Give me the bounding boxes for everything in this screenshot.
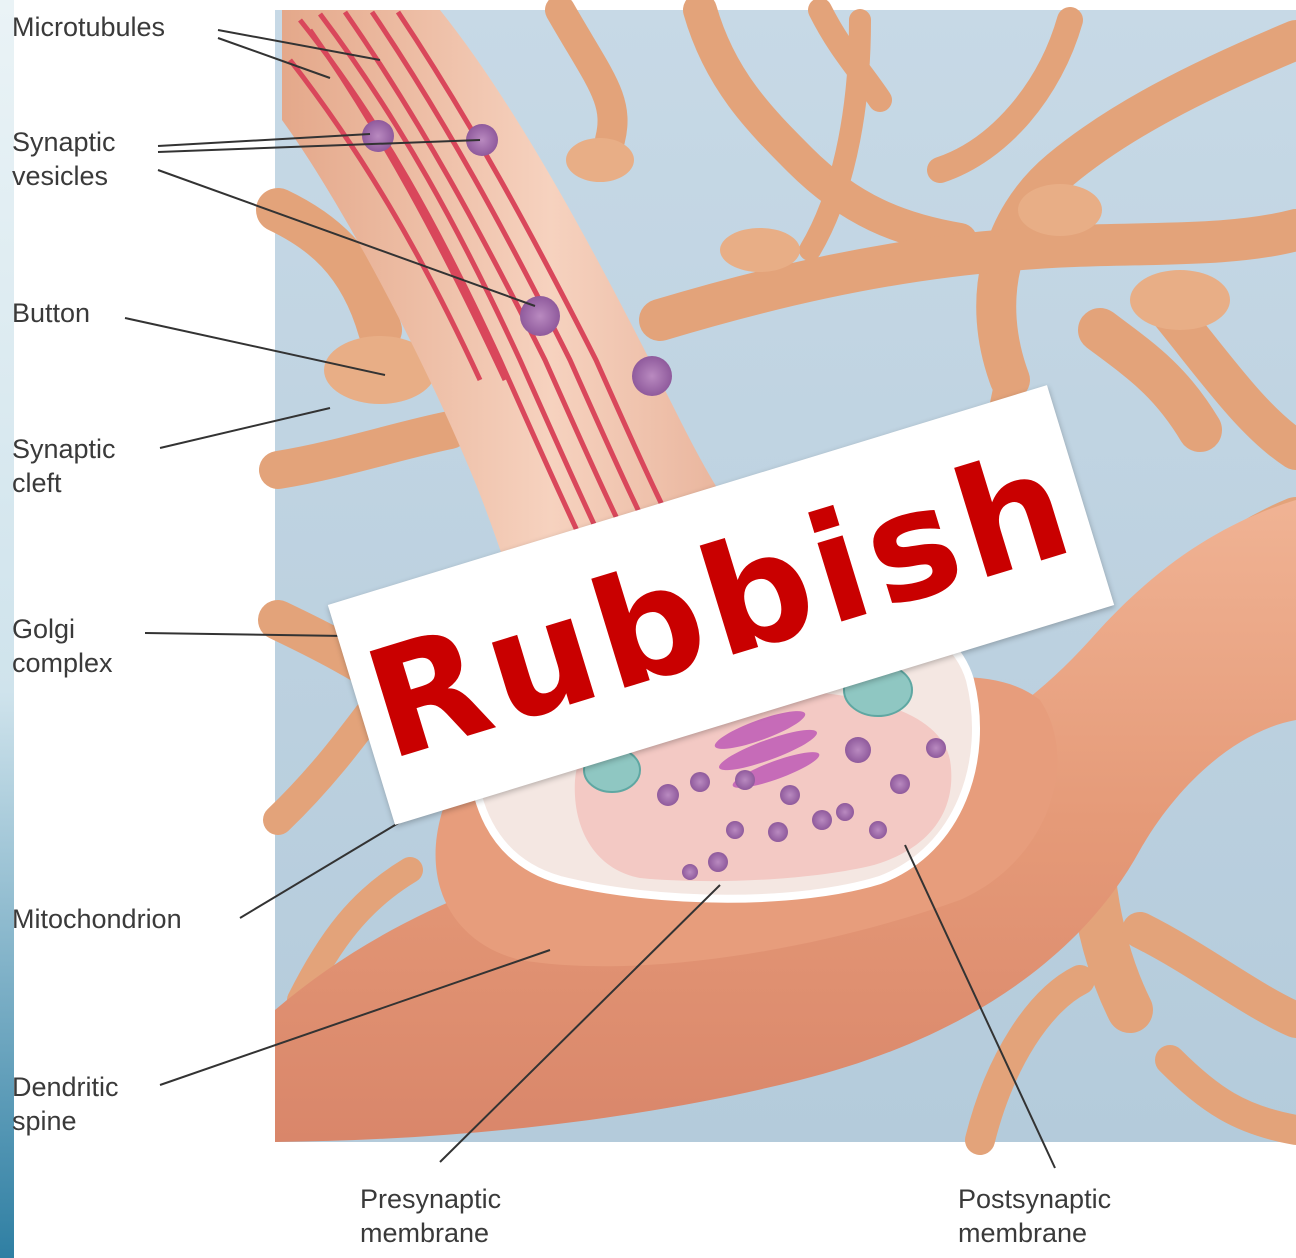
label-mitochondrion: Mitochondrion xyxy=(12,902,182,936)
label-postsynaptic-membrane: Postsynaptic membrane xyxy=(958,1182,1111,1250)
label-button: Button xyxy=(12,296,90,330)
label-presynaptic-membrane: Presynaptic membrane xyxy=(360,1182,501,1250)
label-dendritic-spine: Dendritic spine xyxy=(12,1070,119,1138)
label-microtubules: Microtubules xyxy=(12,10,165,44)
label-synaptic-cleft: Synaptic cleft xyxy=(12,432,116,500)
label-synaptic-vesicles: Synaptic vesicles xyxy=(12,125,116,193)
label-golgi-complex: Golgi complex xyxy=(12,612,113,680)
